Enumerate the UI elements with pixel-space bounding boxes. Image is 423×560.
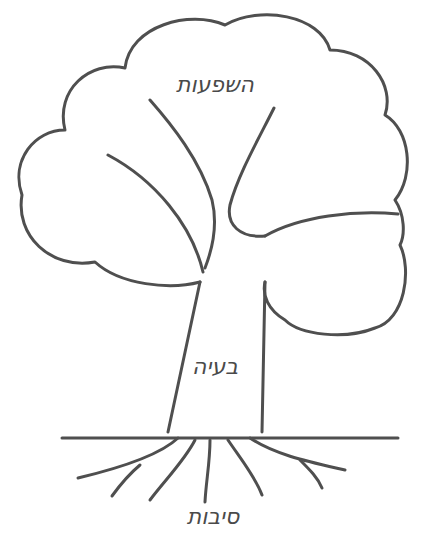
text-holder: השפעות (128, 70, 302, 100)
tree-root (250, 438, 345, 470)
problem-label: בעיה (182, 354, 248, 380)
tree-part: השפעות (0, 0, 423, 345)
causes-label-holder: סיבות (143, 504, 283, 530)
text-holder: בעיה (178, 352, 252, 382)
tree-branch (265, 213, 398, 236)
tree-root (300, 460, 322, 488)
ground-line (62, 437, 398, 440)
tree-root (228, 440, 262, 495)
tree-branch (150, 100, 214, 268)
tree-root (78, 438, 178, 478)
tree-root (205, 440, 210, 502)
tree-branch (229, 108, 274, 236)
tree-root (150, 440, 195, 500)
tree-root (112, 465, 140, 496)
tree-part: בעיה (160, 276, 270, 436)
tree-branch (108, 155, 203, 272)
causes-label: סיבות (143, 504, 283, 530)
effects-label: השפעות (132, 72, 298, 98)
crown-shape (0, 0, 423, 345)
